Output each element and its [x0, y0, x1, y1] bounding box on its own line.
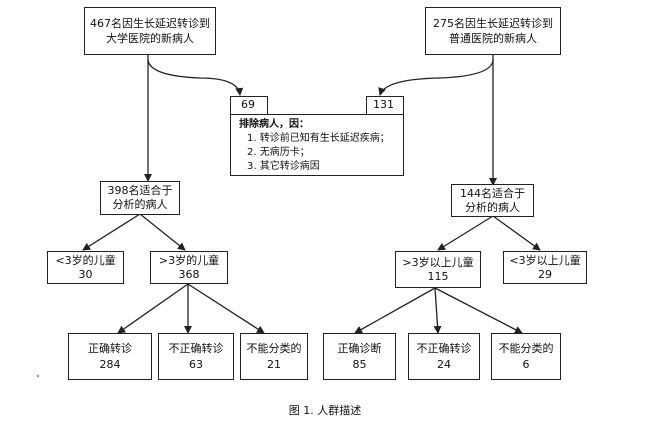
referral-general-line2: 普通医院的新病人 [449, 32, 537, 45]
right-outcome-correct-label: 正确诊断 [337, 341, 382, 355]
left-outcome-incorrect-label: 不正确转诊 [168, 341, 224, 355]
right-outcome-incorrect-box: 不正确转诊 24 [408, 333, 480, 380]
left-over3-box: >3岁的儿童 368 [150, 251, 228, 284]
arrow-top-left-to-excluded [147, 59, 244, 96]
arrow-left-unclassified [187, 283, 265, 334]
arrow-right-correct [354, 287, 436, 334]
arrow-right-incorrect [433, 287, 442, 334]
left-under3-box: <3岁的儿童 30 [47, 251, 124, 284]
eligible-left-box: 398名适合于 分析的病人 [100, 181, 180, 215]
arrow-top-right-to-excluded [378, 59, 494, 96]
exclusion-reason-1: 1. 转诊前已知有生长延迟疾病； [247, 133, 390, 144]
right-under3-box: <3岁以上儿童 29 [503, 251, 587, 284]
arrow-right-to-under3 [492, 215, 541, 251]
left-over3-count: 368 [178, 267, 200, 281]
right-outcome-incorrect-label: 不正确转诊 [416, 341, 472, 355]
right-over3-label: >3岁以上儿童 [402, 255, 474, 269]
right-under3-count: 29 [538, 267, 552, 281]
right-outcome-unclassified-box: 不能分类的 6 [491, 333, 561, 380]
right-under3-label: <3岁以上儿童 [509, 253, 581, 267]
referral-university-box: 467名因生长延迟转诊到 大学医院的新病人 [84, 7, 216, 55]
left-under3-label: <3岁的儿童 [55, 253, 116, 267]
exclusion-reason-2: 2. 无病历卡； [247, 147, 310, 158]
left-outcome-correct-count: 284 [99, 357, 121, 371]
excluded-count-right: 131 [366, 96, 404, 115]
arrow-left-to-over3 [139, 213, 186, 251]
eligible-left-line2: 分析的病人 [112, 198, 168, 211]
referral-university-line2: 大学医院的新病人 [106, 32, 194, 45]
right-outcome-correct-count: 85 [352, 357, 367, 371]
left-over3-label: >3岁的儿童 [158, 253, 220, 267]
left-outcome-correct-label: 正确转诊 [88, 341, 132, 355]
left-outcome-incorrect-count: 63 [189, 357, 203, 371]
arrow-left-to-under3 [82, 213, 141, 251]
left-outcome-unclassified-box: 不能分类的 21 [240, 333, 308, 380]
left-outcome-unclassified-count: 21 [267, 357, 281, 371]
right-outcome-unclassified-label: 不能分类的 [498, 341, 554, 355]
right-outcome-correct-box: 正确诊断 85 [323, 333, 396, 380]
referral-general-line1: 275名因生长延迟转诊到 [433, 17, 553, 30]
left-under3-count: 30 [78, 267, 93, 281]
stray-mark: " [36, 374, 40, 383]
exclusion-reason-3: 3. 其它转诊病因 [247, 161, 320, 172]
right-over3-count: 115 [427, 269, 449, 283]
left-outcome-correct-box: 正确转诊 284 [68, 333, 152, 380]
figure-caption: 图 1. 人群描述 [288, 404, 362, 417]
excluded-count-left: 69 [230, 96, 268, 115]
right-outcome-unclassified-count: 6 [522, 357, 530, 371]
eligible-right-line2: 分析的病人 [465, 200, 520, 214]
left-outcome-unclassified-label: 不能分类的 [246, 341, 302, 355]
eligible-left-line1: 398名适合于 [107, 184, 173, 197]
referral-university-line1: 467名因生长延迟转诊到 [90, 17, 210, 30]
arrow-right-to-over3 [437, 215, 494, 251]
referral-general-box: 275名因生长延迟转诊到 普通医院的新病人 [425, 7, 561, 55]
eligible-right-line1: 144名适合于 [460, 186, 525, 200]
exclusion-title: 排除病人，因： [239, 119, 309, 130]
arrow-right-unclassified [434, 287, 523, 334]
right-over3-box: >3岁以上儿童 115 [395, 251, 481, 288]
exclusion-reasons-box: 排除病人，因： 1. 转诊前已知有生长延迟疾病； 2. 无病历卡； 3. 其它转… [230, 114, 404, 176]
right-outcome-incorrect-count: 24 [437, 357, 451, 371]
arrow-left-correct [117, 283, 189, 334]
eligible-right-box: 144名适合于 分析的病人 [451, 184, 534, 217]
left-outcome-incorrect-box: 不正确转诊 63 [158, 333, 234, 380]
